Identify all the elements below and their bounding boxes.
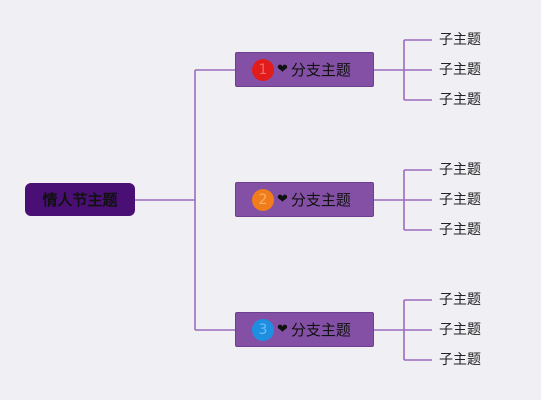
heart-icon: ❤ [277, 192, 288, 207]
subtopic-2-3[interactable]: 子主题 [439, 222, 481, 238]
subtopic-3-3[interactable]: 子主题 [439, 352, 481, 368]
subtopic-1-2[interactable]: 子主题 [439, 62, 481, 78]
badge-number-1: 1 [258, 61, 268, 78]
branch-label-2: 分支主题 [290, 191, 351, 209]
heart-icon: ❤ [277, 322, 288, 337]
subtopic-1-3[interactable]: 子主题 [439, 92, 481, 108]
branch-topic-2[interactable]: 2 ❤ 分支主题 [235, 182, 374, 217]
number-badge-1: 1 [252, 58, 274, 81]
heart-icon: ❤ [277, 62, 288, 77]
subtopic-3-1[interactable]: 子主题 [439, 292, 481, 308]
subtopic-2-1[interactable]: 子主题 [439, 162, 481, 178]
branch-topic-3[interactable]: 3 ❤ 分支主题 [235, 312, 374, 347]
subtopic-1-1[interactable]: 子主题 [439, 32, 481, 48]
branch-label-3: 分支主题 [290, 321, 351, 339]
badge-number-2: 2 [258, 191, 268, 208]
branch-topic-1[interactable]: 1 ❤ 分支主题 [235, 52, 374, 87]
badge-number-3: 3 [258, 321, 268, 338]
number-badge-3: 3 [252, 318, 274, 341]
branch-label-1: 分支主题 [290, 61, 351, 79]
number-badge-2: 2 [252, 188, 274, 211]
subtopic-2-2[interactable]: 子主题 [439, 192, 481, 208]
subtopic-3-2[interactable]: 子主题 [439, 322, 481, 338]
central-topic[interactable]: 情人节主题 [25, 183, 135, 216]
